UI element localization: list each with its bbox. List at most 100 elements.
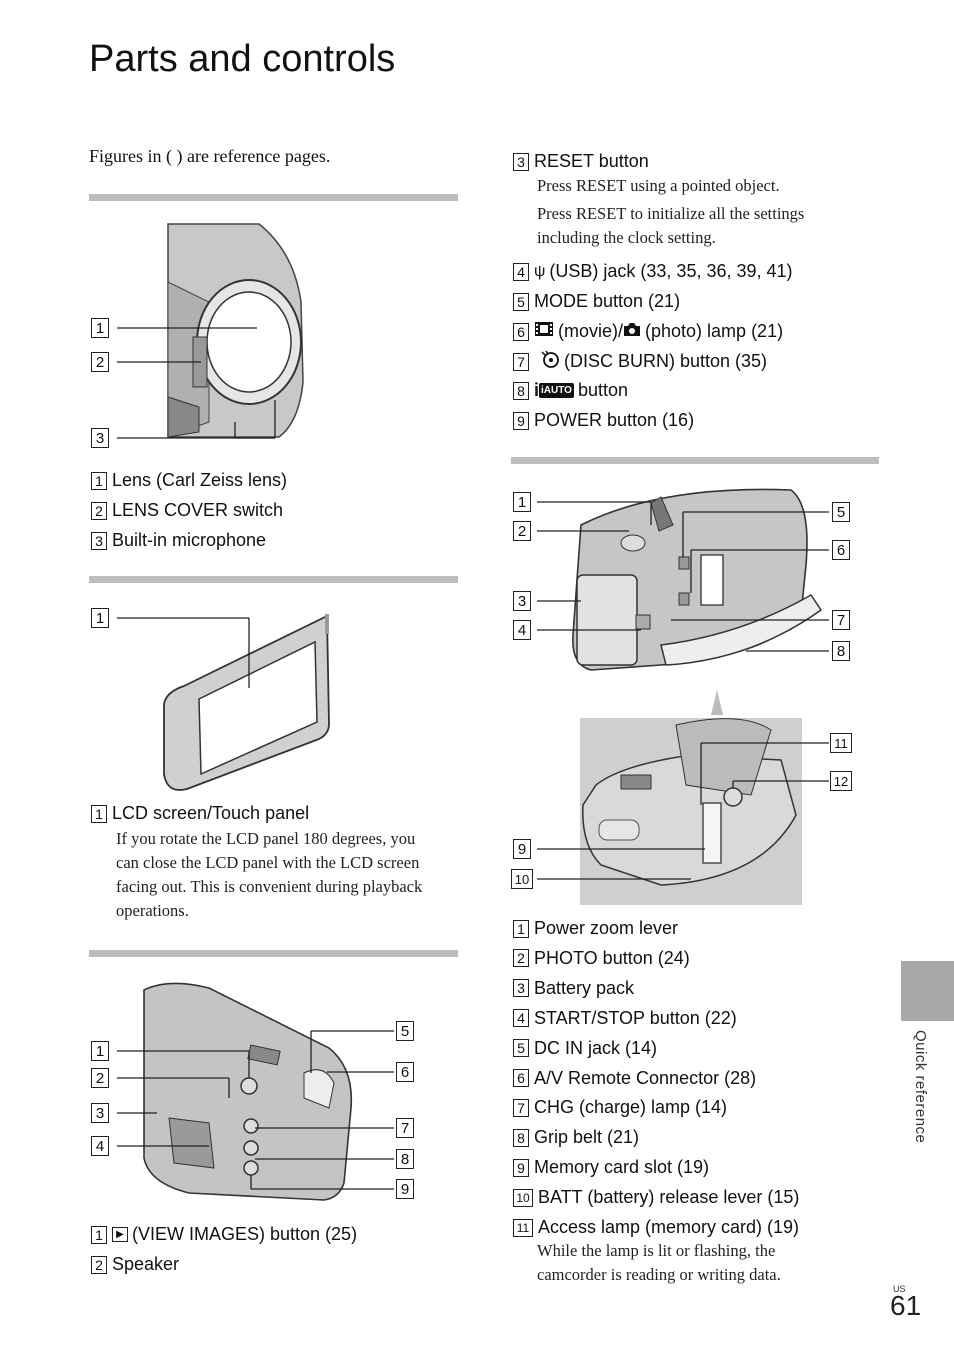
camcorder-rear-illustration [537, 488, 829, 905]
callout-2: 2 [513, 521, 531, 541]
list-item: 9 POWER button (16) [513, 410, 694, 431]
item-number-box: 9 [513, 1158, 529, 1177]
usb-icon: ψ [534, 262, 546, 280]
list-item: 3 Built-in microphone [91, 530, 266, 551]
item-label: START/STOP button (22) [534, 1007, 737, 1028]
list-item: 4 START/STOP button (22) [513, 1008, 737, 1029]
list-item: 3 RESET button [513, 151, 649, 172]
page-region: US [893, 1284, 906, 1294]
item-label: Built-in microphone [112, 530, 267, 550]
list-item: 9 Memory card slot (19) [513, 1157, 709, 1178]
section-tab-label: Quick reference [912, 1030, 929, 1144]
item-number-box: 1 [91, 471, 107, 490]
list-item: 5 DC IN jack (14) [513, 1038, 657, 1059]
callout-3: 3 [91, 428, 109, 448]
film-icon [534, 321, 554, 342]
list-item: 7 CHG (charge) lamp (14) [513, 1097, 727, 1118]
callout-2: 2 [91, 352, 109, 372]
item-number-box: 6 [513, 1069, 529, 1087]
item-number-box: 8 [513, 1128, 529, 1147]
item-number-box: 2 [513, 949, 529, 968]
list-item: 3 Battery pack [513, 978, 634, 999]
item-label: Lens (Carl Zeiss lens) [112, 470, 288, 490]
disc-burn-icon [540, 350, 560, 373]
camcorder-front-illustration [117, 223, 304, 439]
item-label: PHOTO button (24) [534, 947, 690, 968]
callout-8: 8 [396, 1149, 414, 1169]
list-item: 4 ψ (USB) jack (33, 35, 36, 39, 41) [513, 261, 793, 282]
item-number-box: 11 [513, 1218, 533, 1237]
callout-6: 6 [396, 1062, 414, 1082]
page-title: Parts and controls [89, 38, 396, 80]
callout-12: 12 [830, 771, 852, 791]
reference-note: Figures in ( ) are reference pages. [89, 146, 331, 166]
callout-5: 5 [832, 502, 850, 522]
page-number: 61 [890, 1290, 922, 1321]
callout-6: 6 [832, 540, 850, 560]
callout-10: 10 [511, 869, 533, 889]
list-item: 1 Power zoom lever [513, 918, 678, 939]
list-item: 6 A/V Remote Connector (28) [513, 1068, 756, 1089]
section-rule [89, 194, 458, 201]
play-icon: ▶ [112, 1227, 128, 1242]
callout-1: 1 [91, 1041, 109, 1061]
list-item: 11 Access lamp (memory card) (19) [513, 1217, 799, 1238]
item-number-box: 7 [513, 1098, 529, 1117]
list-item: 6 (movie)/ (photo) lamp (21) [513, 321, 783, 342]
section-tab [901, 961, 954, 1021]
reset-description: Press RESET using a pointed object. Pres… [537, 176, 805, 247]
camera-icon [623, 322, 641, 342]
item-label: Memory card slot (19) [534, 1157, 710, 1178]
callout-4: 4 [513, 620, 531, 640]
callout-7: 7 [832, 610, 850, 630]
list-item: 1 Lens (Carl Zeiss lens) [91, 470, 287, 491]
item-number-box: 2 [91, 501, 107, 520]
item-label: LCD screen/Touch panel [112, 803, 310, 823]
item-number-box: 5 [513, 1039, 529, 1058]
callout-3: 3 [513, 591, 531, 611]
item-number-box: 1 [91, 804, 107, 823]
callout-9: 9 [513, 839, 531, 859]
callout-2: 2 [91, 1068, 109, 1088]
item-label: CHG (charge) lamp (14) [534, 1097, 728, 1118]
lcd-description: If you rotate the LCD panel 180 degrees,… [116, 829, 423, 920]
callout-8: 8 [832, 641, 850, 661]
list-item: 2 PHOTO button (24) [513, 948, 690, 969]
callout-1: 1 [91, 608, 109, 628]
callout-1: 1 [91, 318, 109, 338]
callout-3: 3 [91, 1103, 109, 1123]
list-item: 2 Speaker [91, 1254, 179, 1275]
access-lamp-description: While the lamp is lit or flashing, the c… [537, 1241, 781, 1284]
item-label: Access lamp (memory card) (19) [538, 1217, 800, 1237]
item-label: A/V Remote Connector (28) [534, 1067, 757, 1088]
item-number-box: 3 [513, 979, 529, 998]
callout-4: 4 [91, 1136, 109, 1156]
item-label: LENS COVER switch [112, 500, 284, 520]
item-number-box: 4 [513, 1009, 529, 1028]
item-label: BATT (battery) release lever (15) [538, 1187, 800, 1208]
callout-11: 11 [830, 733, 852, 753]
item-label: Grip belt (21) [534, 1127, 640, 1148]
list-item: 1 ▶ (VIEW IMAGES) button (25) [91, 1224, 357, 1245]
callout-9: 9 [396, 1179, 414, 1199]
item-label: Battery pack [534, 977, 635, 998]
item-number-box: 1 [513, 919, 529, 938]
list-item: 5 MODE button (21) [513, 291, 680, 312]
list-item: 8 Grip belt (21) [513, 1127, 639, 1148]
callout-7: 7 [396, 1118, 414, 1138]
section-rule [511, 457, 879, 464]
list-item: 2 LENS COVER switch [91, 500, 283, 521]
section-rule [89, 576, 458, 583]
item-label: Power zoom lever [534, 918, 679, 938]
item-number-box: 3 [91, 531, 107, 550]
camcorder-side-illustration [117, 982, 394, 1201]
callout-5: 5 [396, 1021, 414, 1041]
callout-1: 1 [513, 492, 531, 512]
lcd-panel-illustration [117, 614, 330, 791]
section-rule [89, 950, 458, 957]
item-label: DC IN jack (14) [534, 1037, 658, 1058]
list-item: 1 LCD screen/Touch panel [91, 803, 309, 824]
